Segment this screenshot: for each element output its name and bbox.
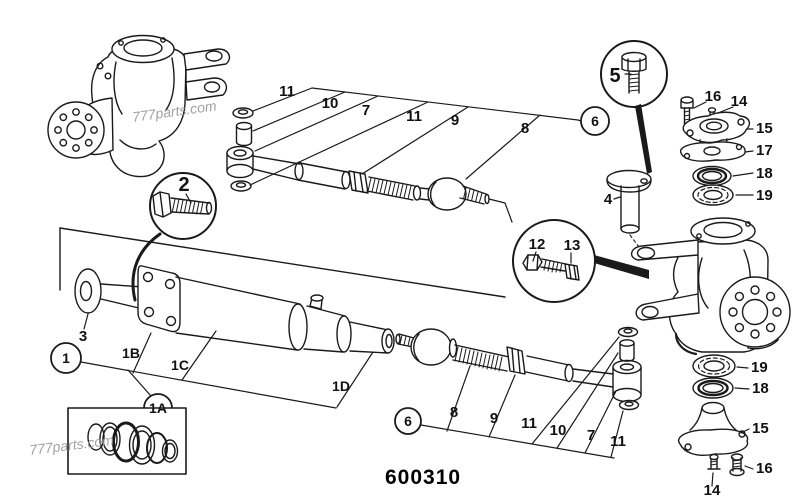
circled-ref-6-lower — [394, 407, 422, 435]
circled-1-label: 1 — [62, 350, 70, 366]
lower-kingpin-parts — [677, 354, 754, 487]
kingpin-cap-15-lower — [677, 401, 749, 456]
detail-circle-2 — [131, 172, 217, 302]
upper-callout-fan — [249, 87, 610, 186]
rod-end-eye-7-upper — [226, 145, 254, 179]
cylinder-barrel-1C — [175, 276, 352, 353]
cylinder-flange-1B — [137, 265, 181, 333]
detail-circle-12-13 — [512, 219, 649, 303]
king-pin-4 — [606, 169, 652, 248]
washer-11-upper — [232, 107, 254, 119]
lock-nut-9-lower — [506, 346, 526, 375]
lower-callout-fan — [394, 336, 624, 459]
callout-14-lower-nipple: 14 — [704, 482, 721, 499]
callout-19-upper-bearing: 19 — [756, 187, 773, 204]
seal-18-lower — [692, 377, 734, 399]
seal-kit-box — [67, 407, 187, 475]
callout-1D-rod: 1D — [332, 378, 350, 394]
callout-12-clamp-bolt: 12 — [529, 236, 546, 253]
lower-track-rod-assembly — [395, 326, 642, 411]
callout-10-upper-spacer: 10 — [322, 95, 339, 112]
callout-11-upper-washer2: 11 — [406, 108, 422, 125]
washer-11-lower — [230, 180, 252, 192]
callout-17-shim: 17 — [756, 142, 773, 159]
disc-3 — [74, 268, 102, 314]
threaded-section-lower — [452, 344, 510, 372]
circled-6-lower-label: 6 — [404, 413, 412, 429]
callout-11-lower-washer: 11 — [521, 415, 537, 432]
ball-joint-8-lower — [395, 328, 458, 366]
callout-14-upper-nipple: 14 — [731, 93, 748, 110]
grease-nipple-14-lower — [707, 453, 721, 470]
clamp-bolt-12 — [522, 254, 567, 273]
ball-joint-8-upper — [427, 177, 490, 211]
bearing-19-upper — [692, 184, 734, 206]
upper-track-rod-assembly — [226, 107, 513, 223]
callout-13-clamp-nut: 13 — [564, 237, 581, 254]
callout-4-king-pin: 4 — [604, 191, 613, 208]
circled-ref-1 — [50, 342, 82, 374]
arrow-pointer-12-13 — [594, 255, 649, 279]
fork-arm-upper — [183, 48, 231, 71]
shim-17 — [679, 141, 746, 162]
seal-18-upper — [692, 165, 732, 187]
wedge-pointer-5 — [635, 104, 652, 174]
upper-kingpin-parts — [679, 96, 754, 206]
washer-11-top — [617, 326, 639, 338]
callout-9-lower-nut: 9 — [490, 410, 498, 427]
callout-1B-flange: 1B — [122, 345, 140, 361]
hub-face — [719, 276, 791, 348]
reference-plane-lines — [59, 227, 506, 298]
lock-nut-9-upper — [348, 170, 369, 194]
circled-6-upper-label: 6 — [591, 113, 599, 129]
bolt-5 — [621, 51, 647, 94]
callout-7-lower-eye: 7 — [587, 427, 595, 444]
clamp-nut-13 — [564, 263, 580, 281]
right-steering-knuckle — [631, 217, 791, 356]
callout-11-lower-washer2: 11 — [610, 433, 626, 450]
bolt-16-upper — [680, 96, 694, 127]
callout-11-upper-washer: 11 — [279, 83, 295, 100]
cylinder-callout-fan — [50, 313, 374, 423]
callout-8-upper-balljoint: 8 — [521, 120, 529, 137]
callout-3-disc: 3 — [79, 328, 87, 345]
bleed-screw — [309, 294, 324, 310]
callout-16-lower-bolt: 16 — [756, 460, 773, 477]
spacer-10-upper — [235, 121, 253, 147]
drawing-number: 600310 — [385, 466, 461, 489]
callout-7-upper-eye: 7 — [362, 102, 370, 119]
piston-rod-1D — [349, 321, 395, 354]
bearing-19-lower — [692, 354, 736, 378]
callout-19-lower-bearing: 19 — [751, 359, 768, 376]
circled-1A-label: 1A — [149, 400, 167, 416]
bolt-2 — [152, 191, 213, 218]
threaded-section-upper — [366, 176, 416, 201]
callout-15-lower-cap: 15 — [752, 420, 769, 437]
steering-cylinder — [74, 265, 395, 354]
callout-1C-barrel: 1C — [171, 357, 189, 373]
stud-leader — [488, 198, 513, 223]
callout-18-lower-seal: 18 — [752, 380, 769, 397]
spacer-10-lower — [619, 339, 635, 362]
callout-18-upper-seal: 18 — [756, 165, 773, 182]
hub-face — [47, 101, 105, 159]
callout-5-bolt: 5 — [609, 65, 620, 87]
callout-15-upper-cap: 15 — [756, 120, 773, 137]
callout-8-lower-balljoint: 8 — [450, 404, 458, 421]
detail-circle-5 — [600, 40, 668, 174]
rod-end-eye-7-lower — [612, 359, 642, 403]
leader-curve-2 — [131, 232, 162, 302]
left-steering-knuckle — [47, 34, 231, 178]
bolt-16-lower — [729, 453, 745, 477]
callout-2-bolt: 2 — [178, 174, 189, 196]
washer-11-bottom — [618, 399, 640, 411]
callout-16-upper-bolt: 16 — [705, 88, 722, 105]
callout-9-upper-nut: 9 — [451, 112, 459, 129]
callout-10-lower-spacer: 10 — [550, 422, 567, 439]
